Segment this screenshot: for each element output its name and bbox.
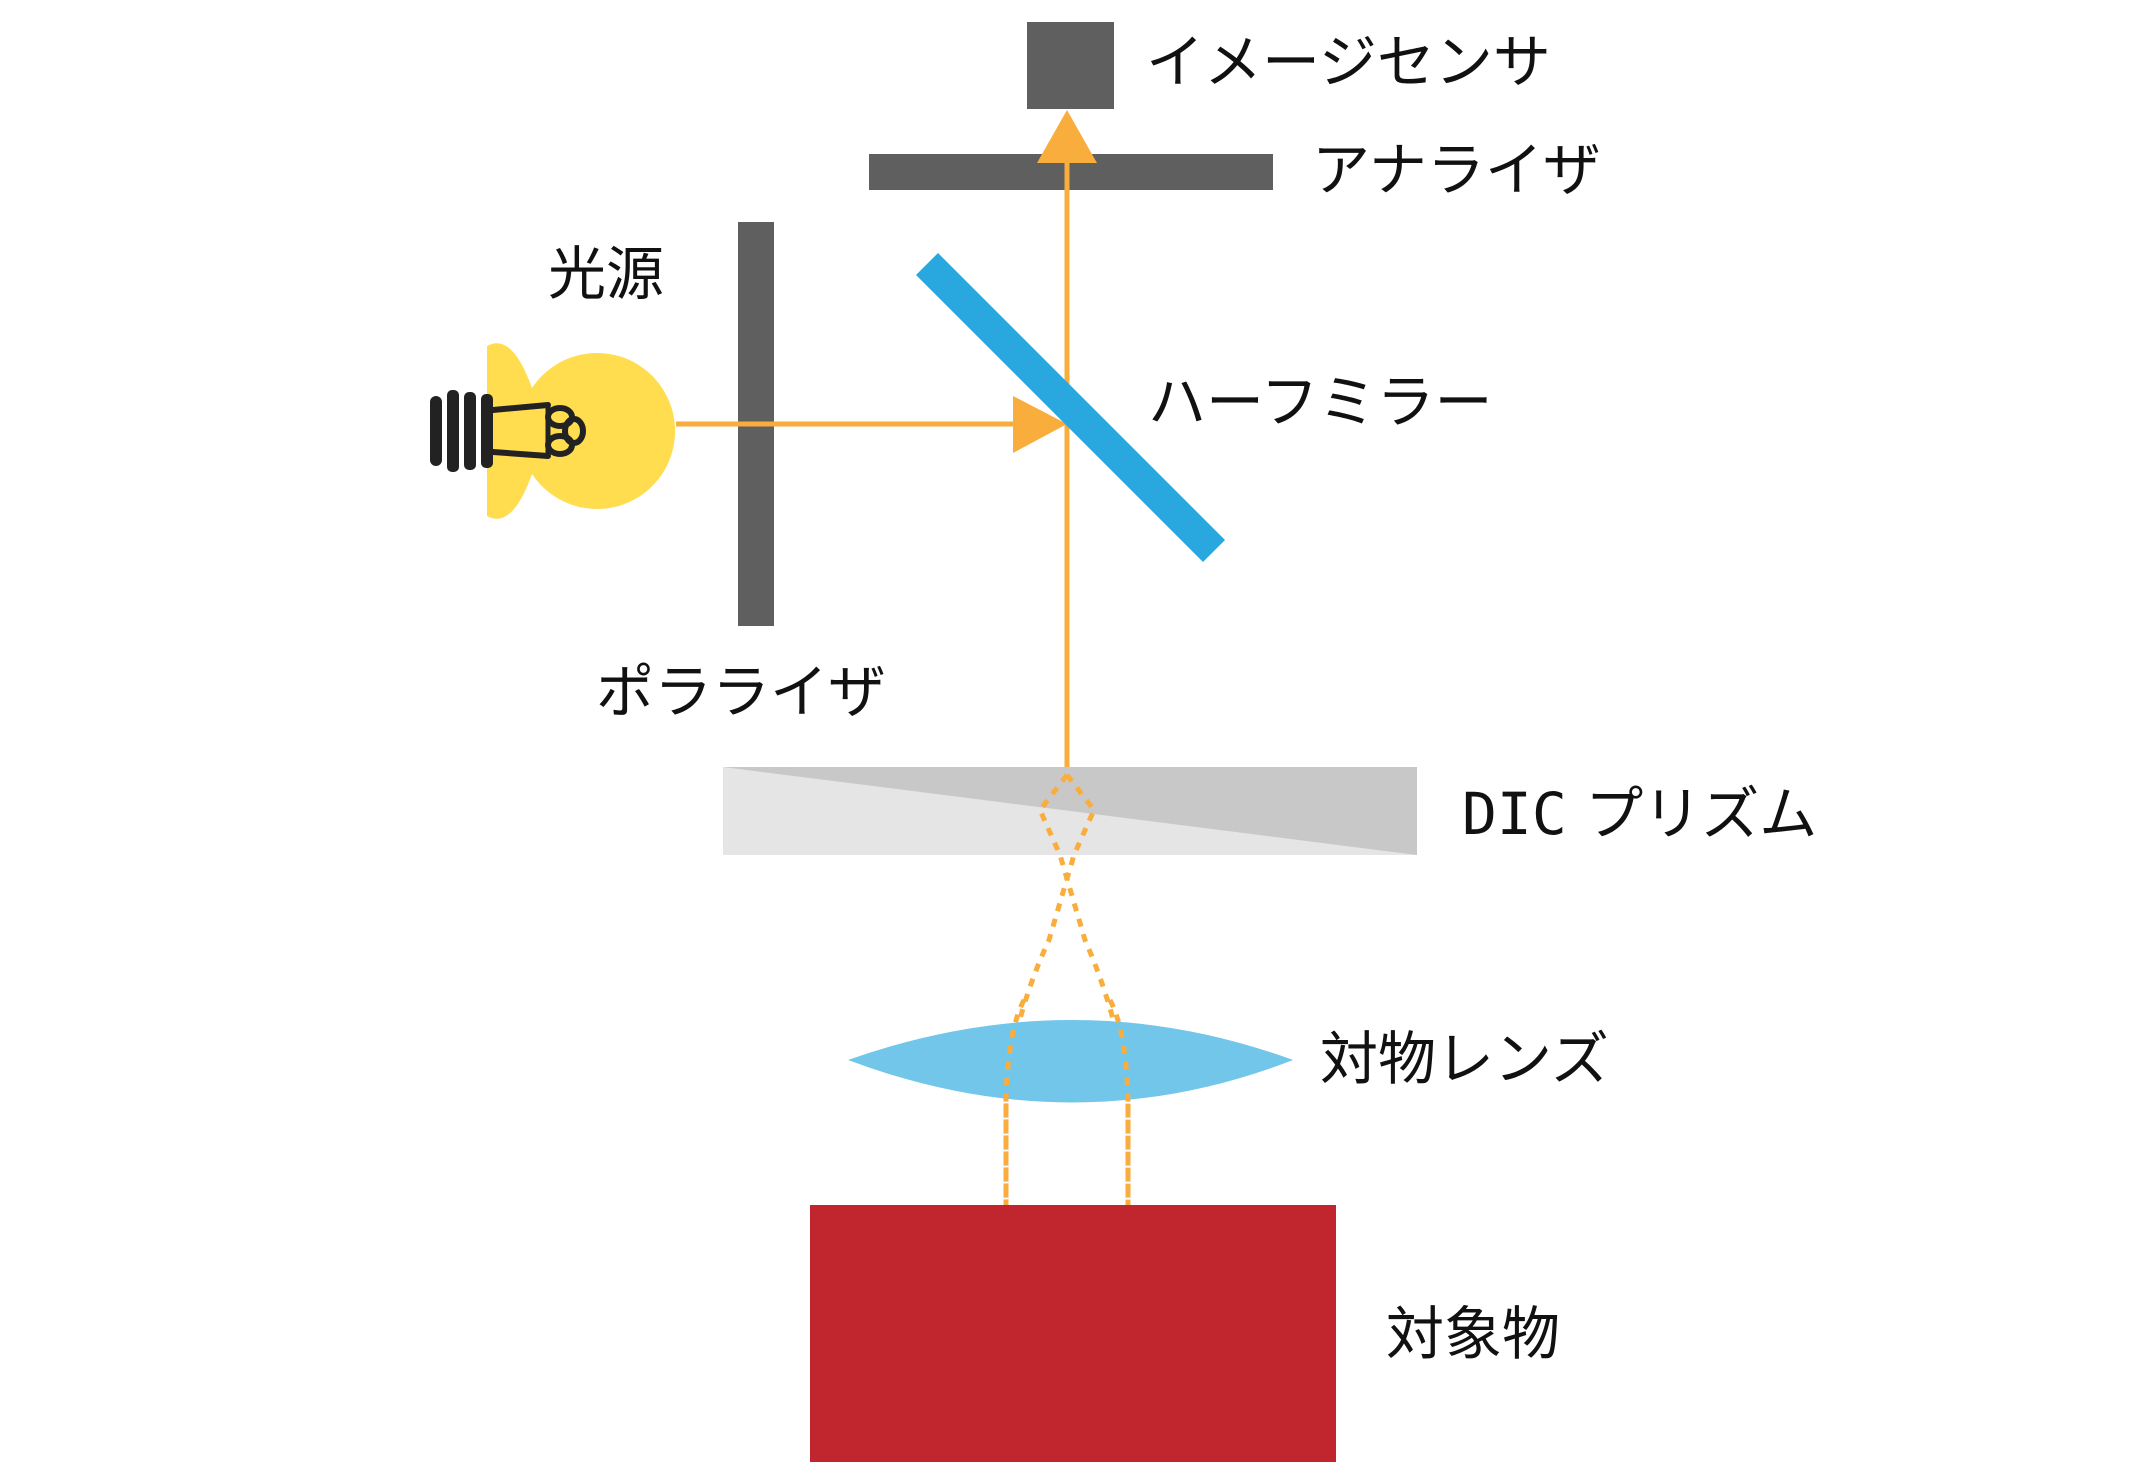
analyzer-label: アナライザ <box>1312 136 1601 204</box>
object-specimen <box>810 1205 1336 1462</box>
light-path-arrow-right <box>1013 396 1067 453</box>
dic-prism <box>723 767 1417 855</box>
half-mirror-label: ハーフミラー <box>1148 368 1493 436</box>
objective-lens-label: 対物レンズ <box>1320 1025 1609 1093</box>
light-bulb-icon <box>430 343 676 519</box>
image-sensor <box>1027 22 1114 109</box>
image-sensor-label: イメージセンサ <box>1146 28 1551 96</box>
half-mirror <box>916 253 1225 562</box>
split-light-beams <box>1003 773 1131 1205</box>
dic-prism-label: DIC プリズム <box>1462 780 1817 848</box>
objective-lens <box>848 1020 1293 1103</box>
polarizer-label: ポラライザ <box>596 658 886 726</box>
split-light-beams-over-lens <box>1003 998 1131 1205</box>
object-label: 対象物 <box>1386 1300 1560 1368</box>
light-path-arrow-up <box>1037 110 1097 163</box>
light-source-label: 光源 <box>548 240 664 308</box>
